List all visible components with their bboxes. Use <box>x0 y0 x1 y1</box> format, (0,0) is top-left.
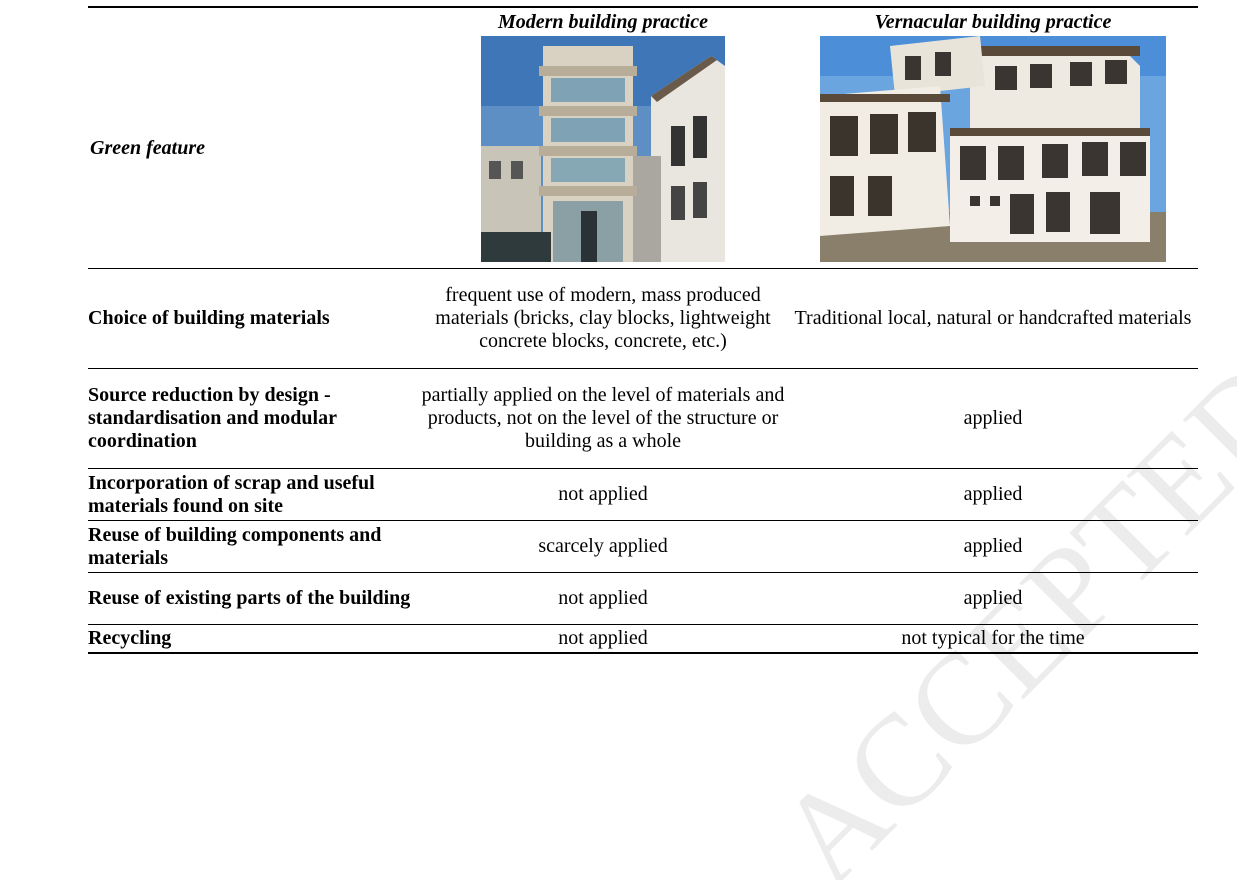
vernacular-cell: applied <box>963 483 1023 505</box>
vernacular-cell: applied <box>963 535 1023 557</box>
vernacular-cell: not typical for the time <box>901 626 1085 649</box>
table-row: Source reduction by design - standardisa… <box>88 369 1198 469</box>
feature-cell: Reuse of building components and materia… <box>88 523 382 569</box>
table-row: Choice of building materials frequent us… <box>88 269 1198 369</box>
feature-cell: Incorporation of scrap and useful materi… <box>88 471 375 517</box>
vernacular-cell: applied <box>963 587 1023 609</box>
image-row: Green feature <box>88 34 1198 269</box>
feature-cell: Recycling <box>88 626 172 649</box>
header-vernacular: Vernacular building practice <box>874 10 1112 33</box>
modern-cell: frequent use of modern, mass produced ma… <box>435 284 771 352</box>
table-row: Reuse of building components and materia… <box>88 521 1198 573</box>
vernacular-building-photo <box>820 36 1166 262</box>
modern-cell: scarcely applied <box>538 535 668 557</box>
vernacular-photo-cell <box>788 34 1198 269</box>
header-empty-cell <box>88 7 418 34</box>
modern-cell: not applied <box>558 587 648 609</box>
feature-cell: Source reduction by design - standardisa… <box>88 384 337 452</box>
modern-cell: partially applied on the level of materi… <box>421 384 785 452</box>
feature-cell: Reuse of existing parts of the building <box>88 587 411 609</box>
modern-cell: not applied <box>558 483 648 505</box>
green-feature-label: Green feature <box>90 136 205 159</box>
header-modern: Modern building practice <box>497 10 708 33</box>
modern-cell: not applied <box>558 626 648 649</box>
feature-cell: Choice of building materials <box>88 307 330 329</box>
vernacular-cell: applied <box>963 407 1023 429</box>
table-header-row: Modern building practice Vernacular buil… <box>88 7 1198 34</box>
table-row: Incorporation of scrap and useful materi… <box>88 469 1198 521</box>
table-row: Recycling not applied not typical for th… <box>88 625 1198 653</box>
comparison-table: Modern building practice Vernacular buil… <box>88 6 1198 654</box>
modern-building-photo <box>481 36 725 262</box>
table-row: Reuse of existing parts of the building … <box>88 573 1198 625</box>
modern-photo-cell <box>418 34 788 269</box>
vernacular-cell: Traditional local, natural or handcrafte… <box>794 307 1192 329</box>
